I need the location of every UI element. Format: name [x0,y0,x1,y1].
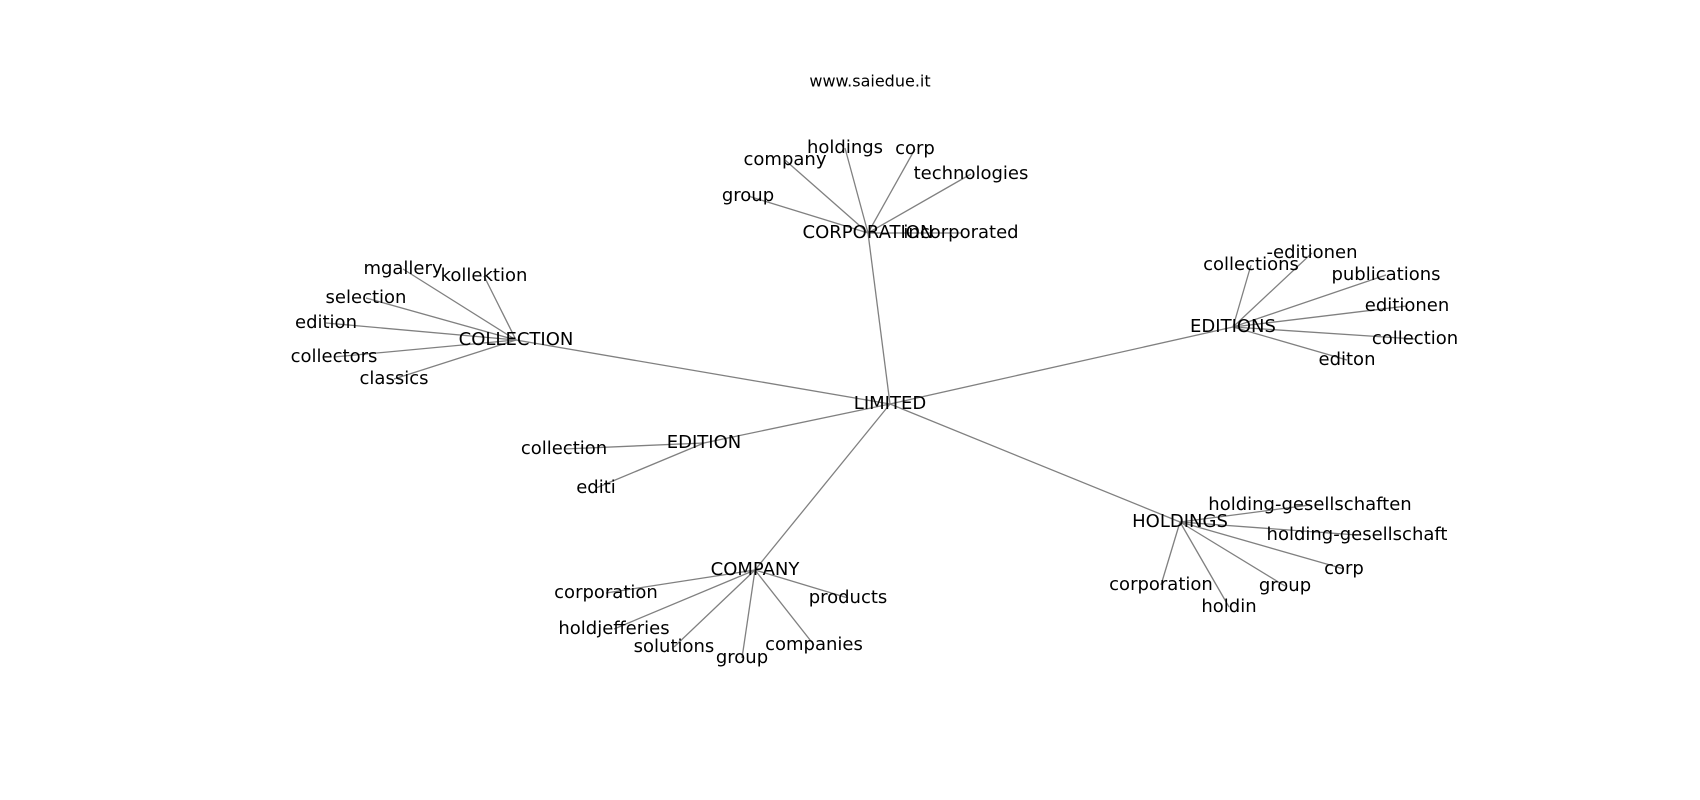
edge-corporation-1 [844,147,869,234]
node-root: LIMITED [854,393,926,414]
edge-editions-2 [1232,274,1387,328]
node-leaf-edition-1: editi [576,477,616,498]
node-leaf-editions-4: collection [1372,328,1458,349]
node-leaf-corporation-3: technologies [914,163,1029,184]
node-leaf-holdings-5: holdin [1201,596,1256,617]
node-leaf-company-0: corporation [554,582,658,603]
edge-holdings-5 [1179,521,1230,608]
node-hub-corporation: CORPORATION [803,222,934,243]
node-leaf-holdings-3: corporation [1109,574,1213,595]
edge-holdings-2 [1179,521,1345,570]
edge-holdings-4 [1179,521,1286,587]
node-leaf-corporation-4: group [722,185,774,206]
node-hub-edition: EDITION [667,432,741,453]
node-leaf-collection-5: classics [360,368,429,389]
edge-collection-1 [483,275,517,341]
node-leaf-company-3: solutions [634,636,715,657]
node-leaf-editions-3: editionen [1365,295,1449,316]
edge-root-edition [703,403,891,444]
node-leaf-company-2: holdjefferies [558,618,669,639]
node-leaf-editions-5: editon [1319,349,1376,370]
edge-layer [325,147,1416,659]
node-leaf-editions-0: collections [1203,254,1299,275]
edge-company-0 [605,569,756,594]
node-leaf-corporation-2: corp [895,138,935,159]
edge-editions-5 [1232,326,1348,361]
edge-corporation-2 [867,148,916,234]
edge-root-company [754,403,891,571]
node-hub-company: COMPANY [711,559,801,580]
edge-company-5 [754,569,815,646]
edge-company-1 [754,569,849,599]
node-leaf-company-5: companies [765,634,863,655]
edge-edition-1 [595,442,705,489]
node-leaf-company-4: group [716,647,768,668]
edge-company-2 [613,569,756,630]
graph-title: www.saiedue.it [809,72,930,91]
edge-company-4 [741,569,756,659]
node-leaf-corporation-0: company [744,149,827,170]
edge-editions-0 [1232,264,1252,328]
edge-corporation-4 [747,195,869,234]
edge-corporation-3 [867,173,972,234]
edge-collection-0 [402,268,517,341]
edge-holdings-0 [1179,504,1311,523]
edge-corporation-0 [784,159,869,234]
node-leaf-collection-1: kollektion [441,265,528,286]
node-leaf-edition-0: collection [521,438,607,459]
node-hub-holdings: HOLDINGS [1132,511,1228,532]
edge-editions-3 [1232,305,1408,328]
edge-collection-4 [333,339,517,358]
edge-root-holdings [889,403,1181,523]
edge-editions-1 [1232,252,1313,328]
node-leaf-editions-2: publications [1331,264,1440,285]
node-leaf-holdings-4: group [1259,575,1311,596]
node-hub-collection: COLLECTION [459,329,574,350]
node-leaf-holdings-0: holding-gesellschaften [1208,494,1411,515]
edge-holdings-1 [1179,521,1358,536]
node-leaf-collection-3: edition [295,312,357,333]
edge-editions-4 [1232,326,1416,340]
edge-root-collection [515,339,891,405]
node-leaf-collection-0: mgallery [363,258,442,279]
node-hub-editions: EDITIONS [1190,316,1276,337]
node-leaf-holdings-2: corp [1324,558,1364,579]
node-leaf-corporation-5: incorporated [903,222,1018,243]
edge-root-editions [889,326,1234,405]
edge-collection-3 [325,322,517,341]
node-leaf-holdings-1: holding-gesellschaft [1267,524,1448,545]
node-leaf-corporation-1: holdings [807,137,883,158]
node-leaf-company-1: products [809,587,888,608]
edge-edition-0 [563,442,705,450]
edge-company-3 [673,569,756,648]
node-leaf-collection-4: collectors [291,346,378,367]
edge-root-corporation [867,232,891,405]
node-leaf-editions-1: -editionen [1267,242,1358,263]
node-leaf-collection-2: selection [326,287,407,308]
edge-holdings-3 [1160,521,1181,586]
edge-collection-2 [365,297,517,341]
edge-collection-5 [393,339,517,380]
